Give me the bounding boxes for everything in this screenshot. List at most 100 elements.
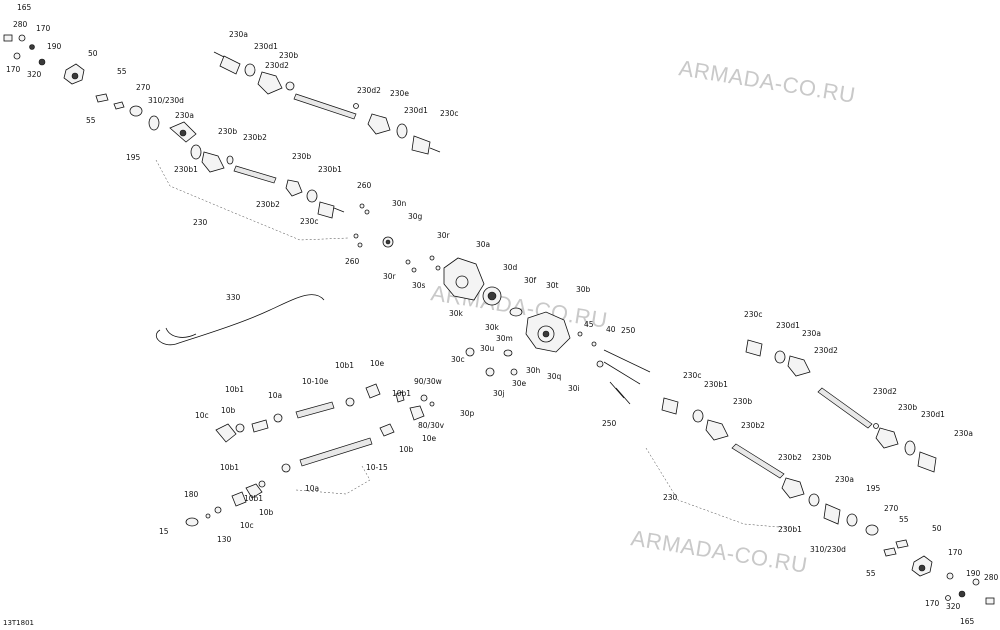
bearing-part (510, 368, 518, 376)
nut-part (946, 572, 954, 580)
callout-label: 50 (932, 524, 942, 533)
prop-shaft-assembly (185, 383, 435, 527)
callout-label: 30q (547, 372, 562, 381)
callout-label: 230b (733, 397, 752, 406)
callout-label: 30i (568, 384, 580, 393)
leader-line (295, 465, 371, 495)
callout-label: 230c (683, 371, 701, 380)
callout-label: 10b1 (392, 389, 411, 398)
callout-label: 280 (13, 20, 28, 29)
callout-label: 10a (305, 484, 319, 493)
callout-label: 230b (292, 152, 311, 161)
bolt-line (603, 361, 641, 385)
boot-part (367, 113, 391, 135)
bolt-line (603, 349, 651, 373)
hose-clip (165, 327, 197, 338)
callout-label: 165 (17, 3, 32, 12)
left-hub-assembly (3, 34, 197, 143)
callout-label: 90/30w (414, 377, 442, 386)
callout-label: 230b2 (243, 133, 267, 142)
callout-label: 230d1 (254, 42, 278, 51)
callout-label: 310/230d (148, 96, 184, 105)
bolt-part (405, 259, 411, 265)
callout-label: 230 (663, 493, 678, 502)
upper-drive-shaft (213, 51, 441, 155)
clamp-part (692, 409, 704, 423)
callout-label: 195 (126, 153, 141, 162)
callout-label: 230d1 (404, 106, 428, 115)
boot-part (875, 427, 899, 449)
bolt-line (609, 381, 625, 399)
callout-label: 230a (229, 30, 248, 39)
callout-label: 320 (946, 602, 961, 611)
seal-part (185, 517, 199, 527)
callout-label: 30r (383, 272, 397, 281)
callout-label: 310/230d (810, 545, 846, 554)
bearing-part (865, 524, 879, 536)
callout-label: 40 (606, 325, 616, 334)
callout-label: 30r (437, 231, 451, 240)
yoke-part (231, 491, 247, 507)
seal-part (846, 513, 858, 527)
callout-label: 230b (812, 453, 831, 462)
callout-label: 170 (6, 65, 21, 74)
callout-label: 10e (422, 434, 437, 443)
bolt-part (411, 267, 417, 273)
seal-part (509, 307, 523, 317)
callout-label: 130 (217, 535, 232, 544)
bearing-part (465, 347, 475, 357)
callout-label: 250 (602, 419, 617, 428)
bolt-part (353, 233, 359, 239)
bolt-part (357, 242, 363, 248)
cv-joint-part (823, 503, 841, 525)
boot-part (257, 71, 283, 95)
callout-label: 55 (866, 569, 876, 578)
bracket-part (95, 93, 109, 103)
cv-joint-part (917, 451, 937, 473)
clamp-part (396, 123, 408, 139)
callout-label: 170 (925, 599, 940, 608)
callout-label: 260 (357, 181, 372, 190)
callout-label: 30m (496, 334, 513, 343)
bearing-part (485, 367, 495, 377)
callout-label: 55 (117, 67, 127, 76)
callout-label: 50 (88, 49, 98, 58)
callout-label: 230b2 (256, 200, 280, 209)
leader-line (645, 447, 791, 529)
callout-label: 230b1 (704, 380, 728, 389)
u-joint-part (235, 423, 245, 433)
callout-label: 230a (175, 111, 194, 120)
callout-label: 10b1 (335, 361, 354, 370)
clamp-part (774, 350, 786, 364)
ring-gear-center (487, 291, 497, 301)
u-joint-part (345, 397, 355, 407)
right-lower-shaft (645, 397, 879, 536)
diagram-reference-id: 13T1801 (3, 619, 34, 627)
callout-label: 270 (136, 83, 151, 92)
bracket-part (113, 101, 125, 110)
callout-label: 165 (960, 617, 975, 626)
bolt-part (985, 597, 995, 605)
callout-label: 10a (268, 391, 282, 400)
callout-label: 180 (184, 490, 199, 499)
callout-label: 230a (835, 475, 854, 484)
callout-label: 230b2 (778, 453, 802, 462)
callout-label: 170 (948, 548, 963, 557)
clamp-part (190, 144, 202, 160)
callout-label: 230b (279, 51, 298, 60)
callout-labels: 165 280 170 190 170 320 50 55 55 270 310… (6, 3, 999, 626)
bolt-part (3, 34, 13, 42)
callout-label: 30f (524, 276, 537, 285)
callout-label: 230b1 (174, 165, 198, 174)
callout-label: 30n (392, 199, 407, 208)
callout-label: 30d (503, 263, 518, 272)
callout-label: 250 (621, 326, 636, 335)
bearing-part (129, 105, 143, 117)
cv-joint-part (411, 135, 431, 155)
clamp-part (808, 493, 820, 507)
housing-bore (455, 275, 469, 289)
cv-joint-part (661, 397, 679, 415)
cv-joint-part (219, 55, 241, 75)
callout-label: 170 (36, 24, 51, 33)
